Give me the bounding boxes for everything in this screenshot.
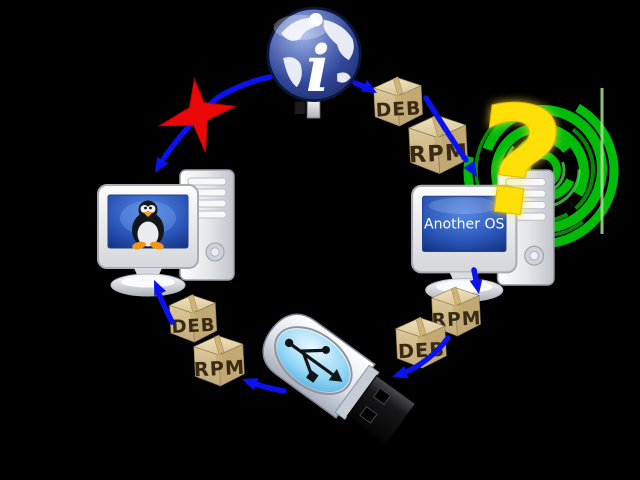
screen-label: Another OS <box>424 217 505 233</box>
box-tape-front <box>417 336 425 345</box>
deb-package-icon: DEB <box>372 76 423 127</box>
usb-trident-symbol <box>284 338 343 383</box>
monitor <box>97 184 199 297</box>
question-mark-glow: ? <box>465 71 573 254</box>
rpm-package-icon: RPM <box>192 334 246 387</box>
globe-base-shadow <box>294 101 306 115</box>
package-label: RPM <box>193 356 245 382</box>
package-label: DEB <box>375 98 422 121</box>
arrow-packages-to-linux <box>154 280 175 325</box>
box-tape-front <box>189 312 197 321</box>
box-tape <box>450 286 461 306</box>
blocked-cross-icon <box>157 77 238 153</box>
info-i-glyph: i <box>306 31 330 106</box>
arrow-packages-to-anotheros <box>423 95 477 177</box>
deb-package-icon: DEB <box>168 294 218 343</box>
tux-icon <box>132 200 164 250</box>
globe-highlight <box>309 12 323 27</box>
box-tape <box>213 334 225 355</box>
globe-continents <box>281 17 354 88</box>
question-mark-glyph: ? <box>465 71 573 254</box>
box-tape-front <box>452 305 460 314</box>
arrow-anotheros-to-packages <box>469 267 483 294</box>
box-tape-front <box>394 95 402 104</box>
arrow-usb-to-packages <box>242 378 287 394</box>
linux-computer-icon <box>97 169 235 297</box>
box-tape <box>392 76 403 96</box>
internet-globe-icon: i <box>266 6 362 119</box>
green-line-artifact <box>600 88 604 234</box>
question-mark-icon: ? ? <box>464 71 573 255</box>
box-tape <box>188 294 198 313</box>
box-tape-front <box>434 136 443 147</box>
arrow-internet-to-packages <box>352 79 377 93</box>
package-label: DEB <box>171 315 216 338</box>
box-tape <box>415 316 427 337</box>
screen <box>421 195 507 253</box>
box-tape-front <box>215 354 223 363</box>
usb-drive-icon <box>262 313 417 445</box>
arrow-packages-to-usb <box>392 335 451 379</box>
usb-connector <box>346 374 417 445</box>
